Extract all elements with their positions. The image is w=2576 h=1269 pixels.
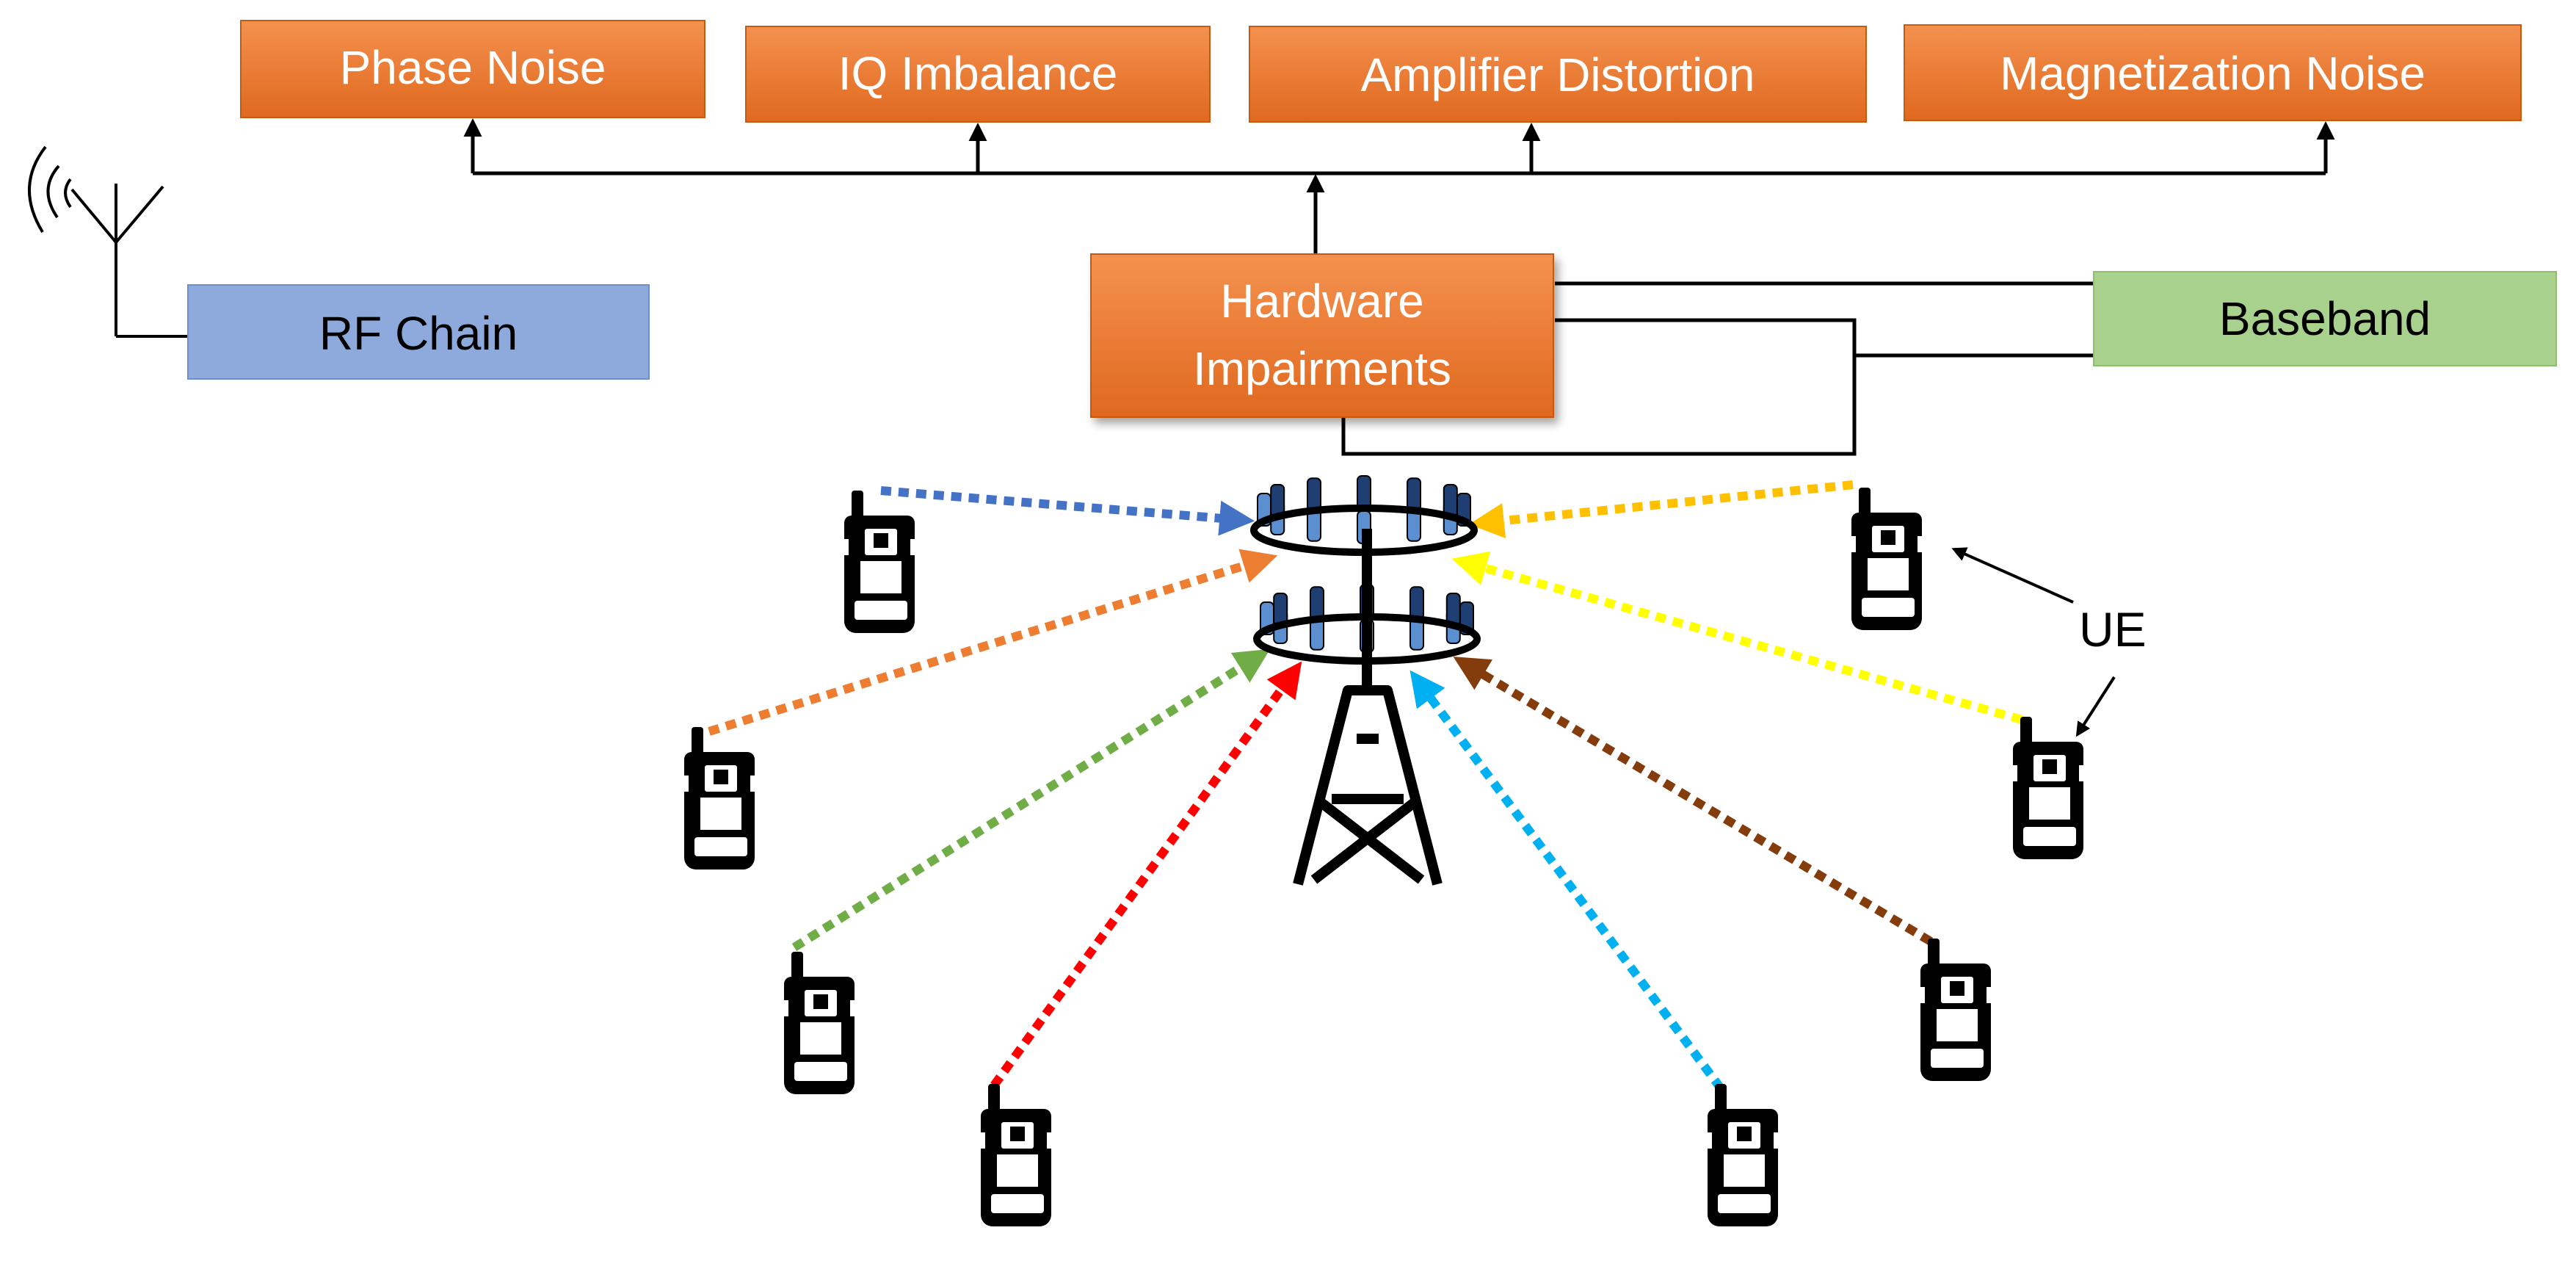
baseband-label: Baseband xyxy=(2219,292,2431,345)
hardware-baseband-connectors xyxy=(1341,281,2094,456)
antenna-element-icon xyxy=(1409,586,1424,621)
mobile-phone-icon xyxy=(2013,717,2083,859)
hardware-impairments-box: Hardware Impairments xyxy=(1090,253,1554,418)
baseband-box: Baseband xyxy=(2093,271,2557,366)
mobile-phone-icon xyxy=(844,491,915,633)
rf-chain-box: RF Chain xyxy=(187,284,650,380)
ue-uplink-arrow xyxy=(880,486,1255,536)
rf-chain-label: RF Chain xyxy=(319,307,518,360)
ue-links xyxy=(708,480,2023,1091)
ue-uplink-arrow xyxy=(990,661,1302,1088)
mobile-phone-icon xyxy=(1920,939,1991,1081)
ue-label: UE xyxy=(2079,602,2147,657)
magnetization-noise-label: Magnetization Noise xyxy=(2000,47,2426,100)
iq-imbalance-label: IQ Imbalance xyxy=(838,47,1118,100)
antenna-icon xyxy=(28,145,188,338)
magnetization-noise-box: Magnetization Noise xyxy=(1904,24,2522,121)
antenna-element-icon xyxy=(1407,477,1421,512)
ue-uplink-arrow xyxy=(791,648,1271,952)
mobile-phone-icon xyxy=(1708,1084,1778,1226)
mobile-phone-icon xyxy=(1851,488,1922,630)
ue-uplink-arrow xyxy=(1409,670,1724,1091)
mobile-phone-icon xyxy=(981,1084,1051,1226)
phase-noise-box: Phase Noise xyxy=(240,20,705,118)
ue-uplink-arrow xyxy=(1468,480,1854,538)
amplifier-distortion-label: Amplifier Distortion xyxy=(1360,48,1755,101)
iq-imbalance-box: IQ Imbalance xyxy=(745,26,1211,123)
impairment-connectors xyxy=(463,118,2335,254)
ue-uplink-arrow xyxy=(1451,551,2023,724)
amplifier-distortion-box: Amplifier Distortion xyxy=(1249,26,1867,123)
ue-uplink-arrow xyxy=(1453,657,1934,946)
base-station-tower-icon xyxy=(1250,475,1481,886)
phase-noise-label: Phase Noise xyxy=(340,41,606,94)
ue-annotation: UE xyxy=(1951,547,2147,737)
antenna-element-icon xyxy=(1307,477,1321,512)
hardware-impairments-label-line1: Hardware xyxy=(1220,275,1423,328)
mobile-phone-icon xyxy=(684,727,755,870)
ue-uplink-arrow xyxy=(708,549,1278,736)
mobile-phone-icon xyxy=(784,952,855,1094)
antenna-element-icon xyxy=(1310,586,1324,621)
antenna-element-icon xyxy=(1357,475,1371,509)
hardware-impairments-label-line2: Impairments xyxy=(1193,342,1451,395)
